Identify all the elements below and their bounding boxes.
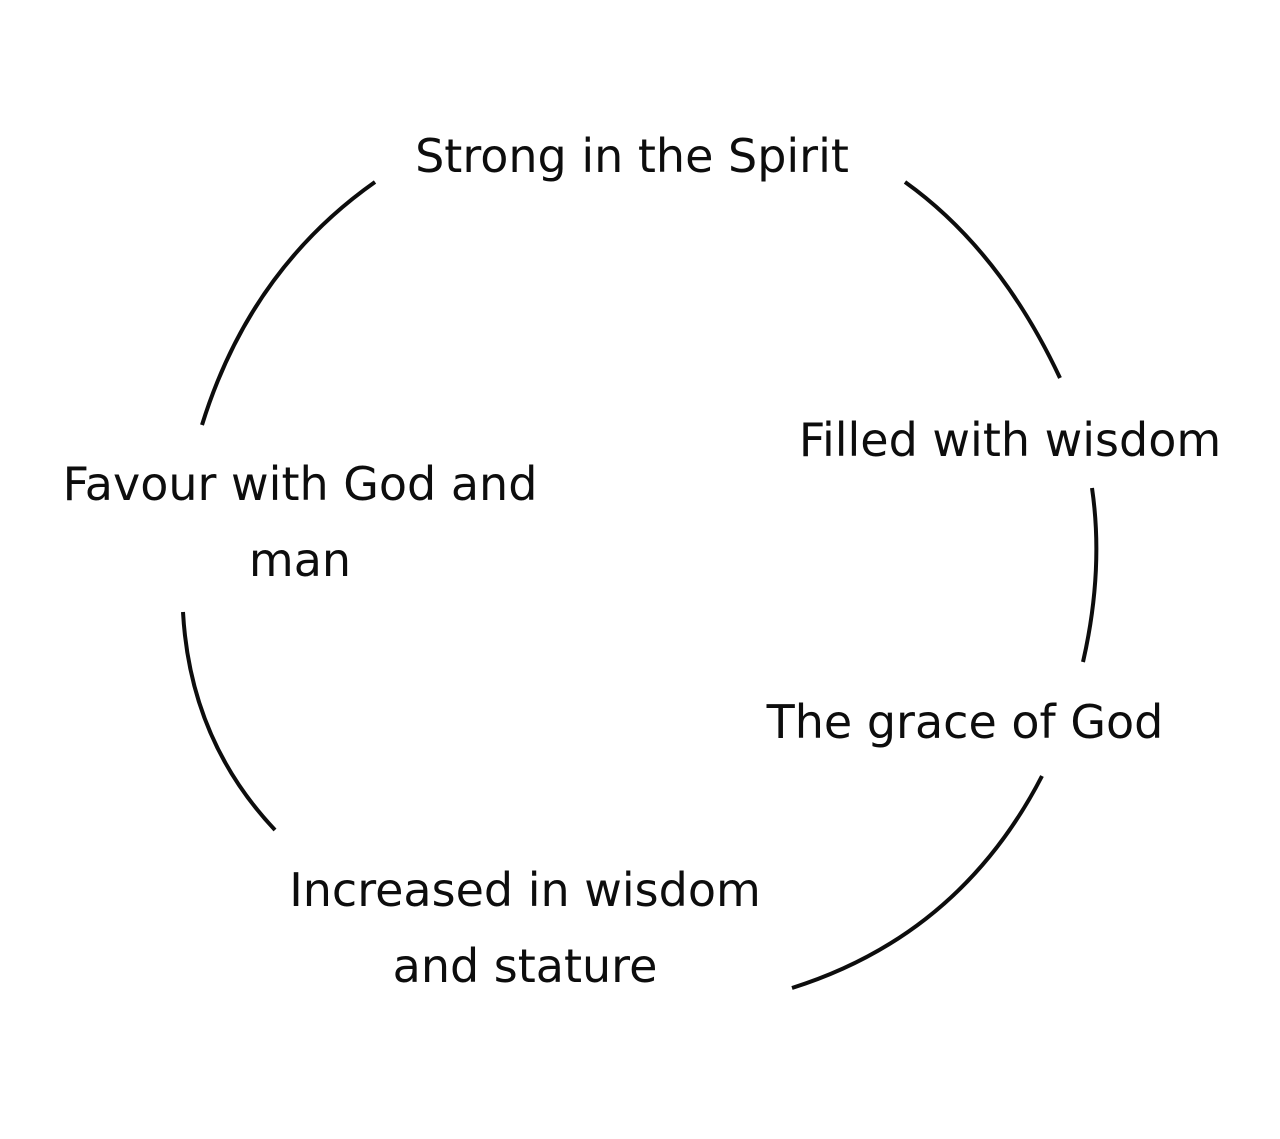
node-label-line: Favour with God and — [62, 457, 538, 511]
node-label-line: Strong in the Spirit — [415, 129, 849, 183]
node-label-line: The grace of God — [766, 695, 1164, 749]
arc-left — [181, 611, 277, 832]
node-label-line: and stature — [392, 939, 658, 993]
arc-top-right — [903, 180, 1062, 379]
node-label-line: man — [248, 533, 352, 587]
node-label-line: Filled with wisdom — [798, 413, 1222, 467]
arc-right — [1081, 487, 1099, 663]
node-increased-in-wisdom: Increased in wisdom and stature — [240, 852, 810, 1004]
node-strong-in-the-spirit: Strong in the Spirit — [332, 118, 932, 194]
node-the-grace-of-god: The grace of God — [710, 684, 1220, 760]
node-favour-with-god-and-man: Favour with God and man — [20, 446, 580, 598]
arc-top-left — [200, 180, 377, 426]
arc-bottom-right — [791, 775, 1044, 990]
node-filled-with-wisdom: Filled with wisdom — [760, 402, 1260, 478]
node-label-line: Increased in wisdom — [289, 863, 761, 917]
